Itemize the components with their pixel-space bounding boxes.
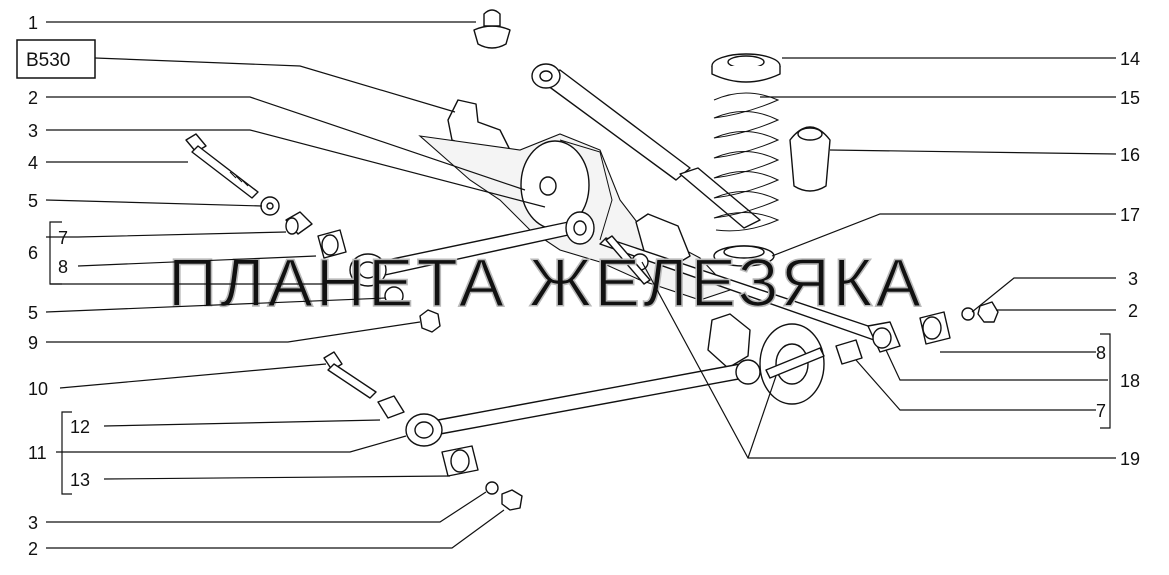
callout-3-right: 3: [1128, 269, 1138, 289]
part-buffer: [789, 126, 831, 192]
callout-3-lower: 3: [28, 513, 38, 533]
callout-11: 11: [28, 443, 47, 463]
callout-4: 4: [28, 153, 38, 173]
callout-7-right: 7: [1096, 401, 1106, 421]
callout-17: 17: [1120, 205, 1140, 225]
callout-8-right: 8: [1096, 343, 1106, 363]
part-bolt-19: [605, 235, 825, 379]
part-silentblock-lower: [441, 445, 479, 477]
watermark-text: ПЛАНЕТА ЖЕЛЕЗЯКА: [168, 245, 924, 321]
callout-7-left: 7: [58, 228, 68, 248]
part-washer-lower: [384, 286, 404, 306]
part-bolt-10: [323, 351, 377, 399]
part-bump-stop: [473, 9, 511, 49]
callout-12: 12: [70, 417, 90, 437]
callout-3-upper: 3: [28, 121, 38, 141]
callout-13: 13: [70, 470, 90, 490]
callout-14: 14: [1120, 49, 1140, 69]
bracket-group-11: [61, 411, 72, 495]
part-silentblock-right: [919, 311, 951, 345]
part-nut-9: [419, 309, 441, 333]
callout-2-upper: 2: [28, 88, 38, 108]
part-washer-3-right: [961, 307, 975, 321]
part-nut-2-lower: [501, 489, 523, 511]
callout-5-upper: 5: [28, 191, 38, 211]
callouts-right: 14 15 16 17 3 2 8 18 7 19: [1096, 49, 1140, 469]
leaders-left: [45, 21, 546, 549]
part-coil-spring: [711, 53, 781, 267]
callout-19: 19: [1120, 449, 1140, 469]
part-long-bolt: [185, 133, 259, 199]
part-sleeve-right: [835, 339, 863, 365]
diagram-code-box: B530: [16, 39, 456, 113]
part-silentblock-upper: [317, 229, 347, 259]
callouts-left: 1 2 3 4 5 6 7 8 5 9 10 11 12 13 3 2: [28, 13, 90, 559]
part-sleeve-lower: [377, 395, 405, 419]
callout-10: 10: [28, 379, 48, 399]
callout-15: 15: [1120, 88, 1140, 108]
part-longitudinal-rod-lower: [405, 359, 761, 447]
callout-9: 9: [28, 333, 38, 353]
callout-16: 16: [1120, 145, 1140, 165]
diagram-code: B530: [26, 50, 70, 71]
part-longitudinal-rod-upper: [349, 211, 595, 287]
callout-2-lower: 2: [28, 539, 38, 559]
leaders-right: [641, 57, 1117, 459]
callout-1: 1: [28, 13, 38, 33]
part-washer-upper: [260, 196, 280, 216]
callout-6: 6: [28, 243, 38, 263]
callout-5-lower: 5: [28, 303, 38, 323]
part-nut-2-right: [977, 301, 999, 323]
part-panhard-rod: [599, 237, 901, 353]
bracket-group-18: [1100, 333, 1111, 429]
callout-8-left: 8: [58, 257, 68, 277]
part-sleeve-upper: [285, 211, 313, 235]
callout-18: 18: [1120, 371, 1140, 391]
part-washer-3-lower: [485, 481, 499, 495]
callout-2-right: 2: [1128, 301, 1138, 321]
bracket-group-6: [49, 221, 326, 285]
